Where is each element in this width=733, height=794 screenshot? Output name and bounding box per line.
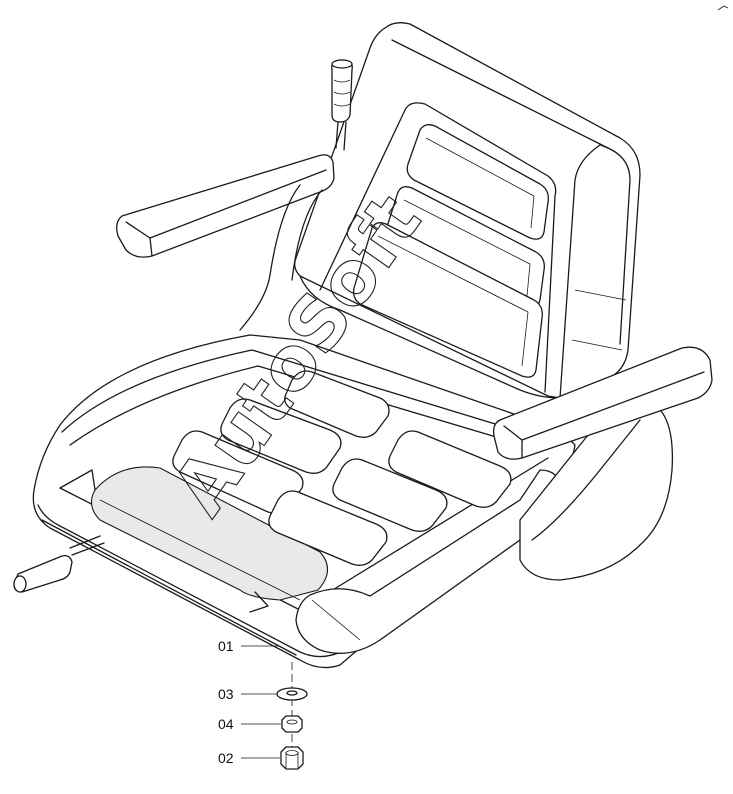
corner-mark (717, 5, 729, 11)
callout-01: 01 (218, 638, 234, 654)
washer (276, 687, 308, 701)
adjustment-lever (331, 59, 353, 151)
backrest (294, 22, 641, 399)
right-armrest (492, 346, 713, 581)
small-nut (281, 715, 303, 733)
callout-03: 03 (218, 686, 234, 702)
callout-labels: 01 03 04 02 (218, 638, 234, 766)
callout-04: 04 (218, 716, 234, 732)
left-armrest (116, 154, 335, 331)
slide-handle (13, 535, 105, 593)
callout-leaders (241, 645, 281, 759)
callout-02: 02 (218, 750, 234, 766)
hardware-stack (276, 662, 308, 770)
hex-nut (280, 746, 304, 770)
seat-pads (172, 370, 512, 566)
